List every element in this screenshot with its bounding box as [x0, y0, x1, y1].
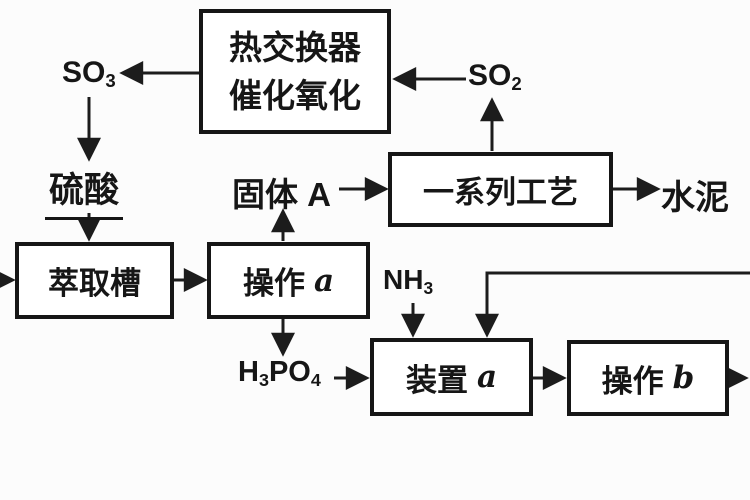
- box-series-of-processes: 一系列工艺: [388, 152, 613, 227]
- h3po4-part1: H: [238, 356, 259, 388]
- device-a-label: 装置: [405, 362, 468, 398]
- operation-a-label: 操作: [242, 266, 305, 301]
- operation-b-variable: b: [672, 360, 695, 396]
- operation-b-label: 操作: [601, 363, 664, 399]
- heat-exchanger-label-line1: 热交换器: [229, 28, 361, 66]
- so2-subscript: 2: [511, 73, 522, 95]
- so2-formula: SO: [468, 59, 512, 92]
- nh3-formula: NH: [383, 264, 424, 295]
- label-nh3: NH3: [383, 264, 433, 299]
- device-a-variable: a: [476, 359, 498, 395]
- label-h3po4: H3PO4: [238, 356, 321, 391]
- label-so3: SO3: [62, 56, 116, 92]
- heat-exchanger-label-line2: 催化氧化: [229, 76, 361, 114]
- box-heat-exchanger-catalytic-oxidation: 热交换器 催化氧化: [199, 9, 391, 134]
- label-so2: SO2: [468, 59, 522, 95]
- box-extraction-tank: 萃取槽: [15, 242, 174, 319]
- arrow-feedback-to-device-a: [475, 271, 750, 338]
- h3po4-sub2: 4: [310, 370, 321, 391]
- operation-a-variable: a: [313, 262, 335, 299]
- label-solid-a: 固体 A: [232, 176, 331, 213]
- label-sulfuric-acid-underlined: 硫酸: [45, 162, 124, 220]
- extraction-tank-label: 萃取槽: [48, 266, 141, 301]
- h3po4-sub1: 3: [258, 370, 269, 391]
- label-cement: 水泥: [661, 179, 729, 217]
- nh3-subscript: 3: [423, 277, 434, 298]
- series-of-processes-label: 一系列工艺: [423, 175, 578, 210]
- so3-formula: SO: [62, 56, 106, 89]
- h3po4-part2: PO: [268, 356, 311, 388]
- so3-subscript: 3: [105, 70, 116, 92]
